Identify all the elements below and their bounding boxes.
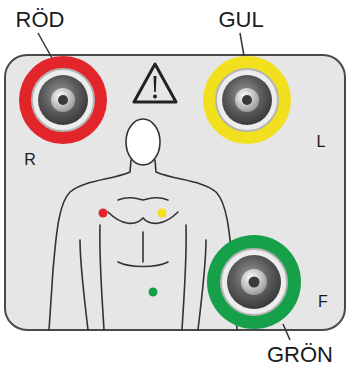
leader-line — [283, 324, 290, 340]
lead-letter: L — [317, 134, 326, 150]
yellow-socket — [203, 56, 291, 144]
color-name: RÖD — [16, 9, 65, 31]
leader-line — [38, 33, 52, 58]
green-socket — [207, 235, 301, 329]
electrode-dot — [99, 209, 108, 218]
color-name: GRÖN — [267, 344, 333, 366]
color-name: GUL — [218, 9, 263, 31]
lead-letter: R — [24, 152, 36, 168]
panel — [5, 55, 345, 330]
leader-line — [240, 33, 244, 56]
torso-outline — [49, 119, 237, 330]
red-socket — [19, 56, 107, 144]
electrode-dot — [158, 209, 167, 218]
electrode-dot — [149, 288, 158, 297]
warning-symbol — [134, 64, 176, 102]
lead-letter: F — [318, 294, 328, 310]
